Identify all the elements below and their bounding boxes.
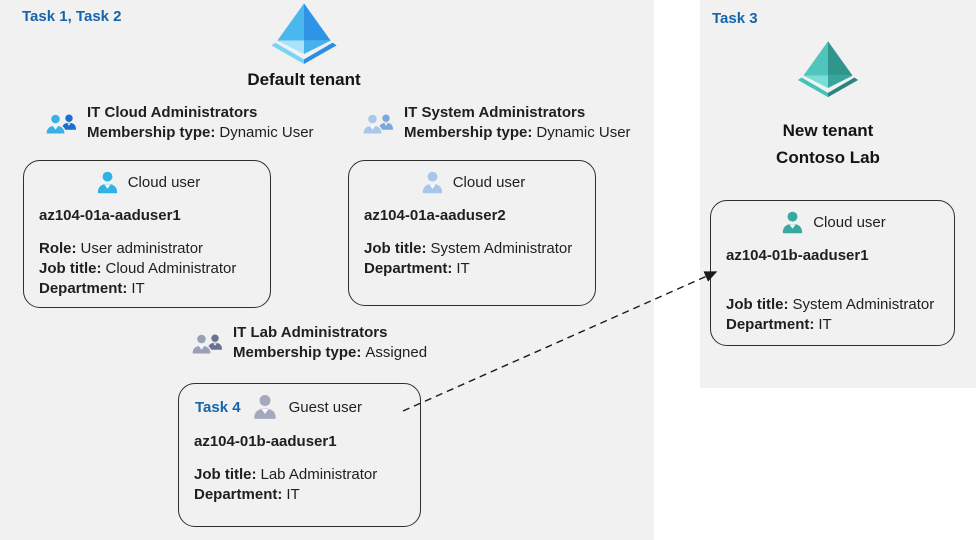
default-tenant-title: Default tenant <box>247 70 361 89</box>
user-card-aaduser2: Cloud user az104-01a-aaduser2 Job title:… <box>348 160 596 306</box>
guest-user-card: Task 4 Guest user az104-01b-aaduser1 Job… <box>178 383 421 527</box>
group-it-cloud-administrators: IT Cloud Administrators Membership type:… <box>44 104 314 141</box>
card-header: Cloud user <box>711 209 954 236</box>
attribute-row: Job title:System Administrator <box>726 295 954 315</box>
membership-type-label: Membership type: <box>233 344 362 361</box>
attr-label: Job title: <box>364 240 427 257</box>
card-header: Cloud user <box>24 169 270 196</box>
membership-type-value: Assigned <box>365 344 428 361</box>
attribute-row: Job title:Cloud Administrator <box>39 259 270 279</box>
attr-label: Job title: <box>194 466 257 483</box>
attribute-row: Role:User administrator <box>39 239 270 259</box>
user-attributes: Job title:System Administrator Departmen… <box>364 239 595 279</box>
user-type-label: Cloud user <box>127 174 201 191</box>
people-group-icon <box>44 109 78 139</box>
azure-ad-tenant-icon-blue <box>257 2 351 66</box>
group-membership: Membership type:Dynamic User <box>87 124 314 141</box>
group-it-system-administrators: IT System Administrators Membership type… <box>361 104 631 141</box>
guest-user-icon <box>250 392 280 422</box>
attr-label: Job title: <box>726 296 789 313</box>
people-group-icon <box>361 109 395 139</box>
group-membership: Membership type:Dynamic User <box>404 124 631 141</box>
user-type-label: Cloud user <box>813 214 886 231</box>
user-name: az104-01b-aaduser1 <box>194 433 337 450</box>
new-tenant-title-line1: New tenant <box>782 121 874 140</box>
attr-label: Department: <box>726 316 815 333</box>
group-name: IT System Administrators <box>404 104 586 121</box>
attribute-row: Department:IT <box>726 315 954 335</box>
user-attributes: Job title:Lab Administrator Department:I… <box>194 465 420 505</box>
task-1-2-label: Task 1, Task 2 <box>22 8 122 25</box>
group-text: IT Cloud Administrators Membership type:… <box>87 104 314 141</box>
group-membership: Membership type:Assigned <box>233 344 427 361</box>
attr-value: User administrator <box>80 240 204 257</box>
attr-label: Job title: <box>39 260 102 277</box>
attribute-row: Department:IT <box>364 259 595 279</box>
task-3-label: Task 3 <box>712 10 758 27</box>
attribute-row: Department:IT <box>39 279 270 299</box>
default-tenant-panel <box>0 0 654 540</box>
people-group-icon <box>190 329 224 359</box>
user-attributes: Job title:System Administrator Departmen… <box>726 295 954 335</box>
card-header: Task 4 Guest user <box>179 392 420 422</box>
attr-value: IT <box>456 260 470 277</box>
cloud-user-icon <box>419 169 446 196</box>
attr-label: Department: <box>39 280 128 297</box>
group-it-lab-administrators: IT Lab Administrators Membership type:As… <box>190 324 427 361</box>
new-tenant-title-line2: Contoso Lab <box>776 148 880 167</box>
attr-label: Role: <box>39 240 77 257</box>
azure-ad-tenant-icon-teal <box>785 40 871 99</box>
attribute-row: Department:IT <box>194 485 420 505</box>
membership-type-value: Dynamic User <box>219 124 314 141</box>
attribute-row: Job title:Lab Administrator <box>194 465 420 485</box>
attr-label: Department: <box>194 486 283 503</box>
membership-type-label: Membership type: <box>404 124 533 141</box>
user-name: az104-01b-aaduser1 <box>726 247 869 264</box>
user-card-aaduser1: Cloud user az104-01a-aaduser1 Role:User … <box>23 160 271 308</box>
cloud-user-icon <box>94 169 121 196</box>
user-name: az104-01a-aaduser2 <box>364 207 506 224</box>
user-attributes: Role:User administrator Job title:Cloud … <box>39 239 270 299</box>
task-4-label: Task 4 <box>195 398 241 416</box>
attr-value: Cloud Administrator <box>105 260 237 277</box>
user-card-aaduser1-new-tenant: Cloud user az104-01b-aaduser1 Job title:… <box>710 200 955 346</box>
user-type-label: Cloud user <box>452 174 526 191</box>
group-name: IT Lab Administrators <box>233 324 388 341</box>
attr-value: Lab Administrator <box>260 466 378 483</box>
attr-value: System Administrator <box>792 296 935 313</box>
attr-value: System Administrator <box>430 240 573 257</box>
attr-value: IT <box>286 486 300 503</box>
user-type-label: Guest user <box>288 398 362 416</box>
card-header: Cloud user <box>349 169 595 196</box>
group-text: IT System Administrators Membership type… <box>404 104 631 141</box>
attr-value: IT <box>818 316 832 333</box>
attr-value: IT <box>131 280 145 297</box>
group-name: IT Cloud Administrators <box>87 104 258 121</box>
membership-type-label: Membership type: <box>87 124 216 141</box>
cloud-user-icon <box>779 209 806 236</box>
membership-type-value: Dynamic User <box>536 124 631 141</box>
attribute-row: Job title:System Administrator <box>364 239 595 259</box>
group-text: IT Lab Administrators Membership type:As… <box>233 324 427 361</box>
attr-label: Department: <box>364 260 453 277</box>
user-name: az104-01a-aaduser1 <box>39 207 181 224</box>
